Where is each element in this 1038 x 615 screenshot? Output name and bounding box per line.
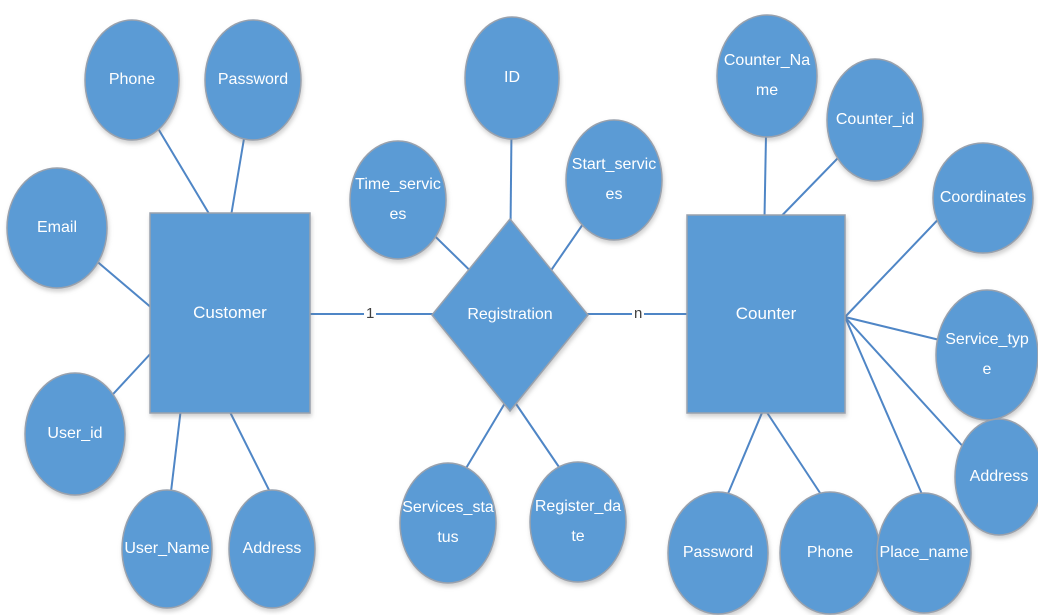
connector-customer-user-name[interactable] <box>169 407 182 501</box>
attribute-counter-phone[interactable] <box>779 491 881 615</box>
attribute-customer-phone[interactable] <box>84 19 180 141</box>
connector-counter-place-name[interactable] <box>844 316 929 509</box>
attribute-counter-address[interactable] <box>954 418 1038 536</box>
attribute-counter-password[interactable] <box>667 491 769 615</box>
connector-counter-password[interactable] <box>721 407 765 509</box>
attribute-registration-register-date[interactable] <box>529 461 627 583</box>
connector-counter-address[interactable] <box>844 316 969 453</box>
attribute-registration-id[interactable] <box>464 16 560 140</box>
attribute-counter-counter-id[interactable] <box>826 58 924 182</box>
relationship-registration[interactable] <box>431 217 589 413</box>
attribute-customer-password[interactable] <box>204 19 302 141</box>
connector-counter-phone[interactable] <box>763 407 829 506</box>
attribute-customer-user-id[interactable] <box>24 372 126 496</box>
connector-counter-service-type[interactable] <box>844 316 953 344</box>
attribute-counter-coordinates[interactable] <box>932 142 1034 254</box>
attribute-registration-start-services[interactable] <box>565 119 663 241</box>
attribute-registration-services-status[interactable] <box>399 462 497 584</box>
connector-counter-coordinates[interactable] <box>844 206 951 318</box>
attribute-counter-counter-name[interactable] <box>716 14 818 138</box>
attribute-customer-email[interactable] <box>6 167 108 289</box>
attribute-customer-address[interactable] <box>228 489 316 609</box>
attribute-customer-user-name[interactable] <box>121 489 213 609</box>
attribute-counter-place-name[interactable] <box>876 492 972 614</box>
entity-customer[interactable] <box>149 212 311 414</box>
attribute-registration-time-services[interactable] <box>349 140 447 260</box>
entity-counter[interactable] <box>686 214 846 414</box>
attribute-counter-service-type[interactable] <box>935 289 1038 421</box>
